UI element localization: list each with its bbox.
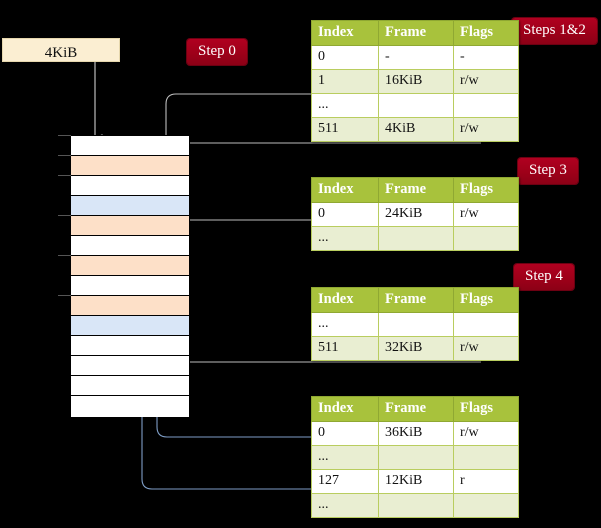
memory-row: [71, 256, 189, 276]
memory-tick: [58, 135, 71, 136]
cell-index: 0: [311, 45, 379, 70]
cell-flags: r: [453, 469, 519, 494]
cell-frame: [378, 445, 454, 470]
memory-row: [71, 216, 189, 236]
column-header-frame: Frame: [378, 396, 454, 422]
table-header-row: Index Frame Flags: [311, 287, 519, 313]
cell-frame: [378, 93, 454, 118]
memory-row: [71, 156, 189, 176]
cell-flags: r/w: [453, 69, 519, 94]
memory-row: [71, 356, 189, 376]
cell-index: 1: [311, 69, 379, 94]
cell-flags: r/w: [453, 336, 519, 361]
memory-row: [71, 236, 189, 256]
memory-row: [71, 176, 189, 196]
memory-tick: [58, 255, 71, 256]
virtual-page-box: 4KiB: [2, 38, 120, 62]
table-row: ...: [311, 226, 519, 251]
cell-flags: [453, 493, 519, 518]
cell-flags: r/w: [453, 117, 519, 142]
cell-index: 0: [311, 421, 379, 446]
column-header-index: Index: [311, 396, 379, 422]
cell-frame: [378, 493, 454, 518]
cell-index: ...: [311, 226, 379, 251]
cell-flags: -: [453, 45, 519, 70]
cell-frame: [378, 226, 454, 251]
column-header-flags: Flags: [453, 177, 519, 203]
cell-flags: r/w: [453, 202, 519, 227]
cell-frame: 16KiB: [378, 69, 454, 94]
cell-frame: -: [378, 45, 454, 70]
table-row: 511 32KiB r/w: [311, 336, 519, 361]
page-table-level-1: Index Frame Flags 0 24KiB r/w ...: [311, 177, 519, 251]
cell-index: ...: [311, 312, 379, 337]
memory-row: [71, 276, 189, 296]
memory-row: [71, 336, 189, 356]
cell-frame: 32KiB: [378, 336, 454, 361]
cell-index: 127: [311, 469, 379, 494]
badge-steps-1-2: Steps 1&2: [512, 18, 597, 44]
cell-frame: 12KiB: [378, 469, 454, 494]
memory-tick: [58, 215, 71, 216]
memory-row: [71, 396, 189, 417]
column-header-index: Index: [311, 177, 379, 203]
memory-tick: [58, 295, 71, 296]
table-row: 0 24KiB r/w: [311, 202, 519, 227]
column-header-index: Index: [311, 287, 379, 313]
badge-step-4: Step 4: [514, 264, 574, 290]
physical-memory-column: [70, 135, 190, 417]
page-table-level-3: Index Frame Flags 0 36KiB r/w ... 127 12…: [311, 396, 519, 518]
cell-index: 511: [311, 117, 379, 142]
table-row: ...: [311, 312, 519, 337]
table-row: ...: [311, 445, 519, 470]
memory-row: [71, 296, 189, 316]
memory-row: [71, 136, 189, 156]
cell-flags: [453, 445, 519, 470]
column-header-flags: Flags: [453, 396, 519, 422]
cell-index: ...: [311, 445, 379, 470]
column-header-frame: Frame: [378, 20, 454, 46]
table-row: 127 12KiB r: [311, 469, 519, 494]
cell-frame: 24KiB: [378, 202, 454, 227]
page-table-level-2: Index Frame Flags ... 511 32KiB r/w: [311, 287, 519, 361]
column-header-flags: Flags: [453, 20, 519, 46]
page-table-level-0: Index Frame Flags 0 - - 1 16KiB r/w ... …: [311, 20, 519, 142]
memory-row: [71, 316, 189, 336]
table-row: 0 36KiB r/w: [311, 421, 519, 446]
cell-index: 0: [311, 202, 379, 227]
cell-flags: [453, 93, 519, 118]
cell-index: ...: [311, 93, 379, 118]
badge-step-0: Step 0: [187, 39, 247, 65]
table-header-row: Index Frame Flags: [311, 177, 519, 203]
badge-step-3: Step 3: [518, 158, 578, 184]
cell-frame: 36KiB: [378, 421, 454, 446]
table-row-highlighted: 511 4KiB r/w: [311, 117, 519, 142]
table-row: ...: [311, 493, 519, 518]
memory-row: [71, 196, 189, 216]
table-row: ...: [311, 93, 519, 118]
memory-tick: [58, 155, 71, 156]
column-header-frame: Frame: [378, 177, 454, 203]
memory-row: [71, 376, 189, 396]
cell-frame: [378, 312, 454, 337]
table-row: 0 - -: [311, 45, 519, 70]
table-header-row: Index Frame Flags: [311, 396, 519, 422]
table-header-row: Index Frame Flags: [311, 20, 519, 46]
table-row: 1 16KiB r/w: [311, 69, 519, 94]
cell-index: 511: [311, 336, 379, 361]
cell-frame: 4KiB: [378, 117, 454, 142]
column-header-frame: Frame: [378, 287, 454, 313]
cell-flags: [453, 226, 519, 251]
memory-tick: [58, 175, 71, 176]
cell-index: ...: [311, 493, 379, 518]
column-header-index: Index: [311, 20, 379, 46]
cell-flags: [453, 312, 519, 337]
cell-flags: r/w: [453, 421, 519, 446]
column-header-flags: Flags: [453, 287, 519, 313]
